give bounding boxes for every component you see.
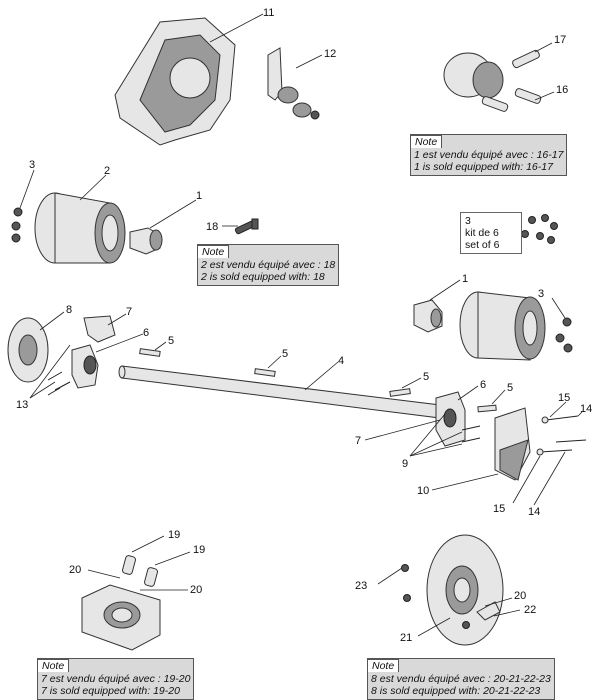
note-line-fr: 7 est vendu équipé avec : 19-20 xyxy=(41,673,191,685)
note-line-fr: 2 est vendu équipé avec : 18 xyxy=(201,259,336,271)
callout-13: 13 xyxy=(16,399,28,411)
part-12-bracket xyxy=(267,47,323,120)
callout-18: 18 xyxy=(206,221,218,233)
callout-15-bottom: 15 xyxy=(493,503,505,515)
callout-5-d: 5 xyxy=(507,382,513,394)
callout-7-left: 7 xyxy=(126,306,132,318)
callout-16: 16 xyxy=(556,84,568,96)
callout-23: 23 xyxy=(355,580,367,592)
callout-22: 22 xyxy=(524,604,536,616)
part-13-bolts xyxy=(29,344,71,399)
callout-19-a: 19 xyxy=(168,529,180,541)
callout-3-left: 3 xyxy=(29,159,35,171)
part-18-valve xyxy=(222,218,259,235)
callout-5-b: 5 xyxy=(282,348,288,360)
callout-11: 11 xyxy=(263,7,274,19)
part-6-bearing-right xyxy=(435,385,479,447)
callout-17: 17 xyxy=(554,34,566,46)
kit-label-fr: kit de 6 xyxy=(465,227,499,239)
callout-20-a: 20 xyxy=(69,564,81,576)
callout-1-left: 1 xyxy=(196,190,202,202)
part-6-bearing-left xyxy=(71,333,144,389)
part-1-hub-left xyxy=(129,199,197,255)
callout-12: 12 xyxy=(324,48,336,60)
callout-14-top: 14 xyxy=(580,403,592,415)
part-16-17-hub xyxy=(443,42,555,112)
callout-20-b: 20 xyxy=(190,584,202,596)
part-9-bolts xyxy=(409,413,481,457)
note-part-8: Note 8 est vendu équipé avec : 20-21-22-… xyxy=(367,658,555,700)
callout-9: 9 xyxy=(402,458,408,470)
callout-20-c: 20 xyxy=(514,590,526,602)
callout-8: 8 xyxy=(66,304,72,316)
part-11-cover xyxy=(114,13,264,146)
kit-nuts-icon xyxy=(521,214,558,244)
callout-1-right: 1 xyxy=(462,273,468,285)
part-7-bracket-left xyxy=(83,313,127,343)
callout-5-a: 5 xyxy=(168,335,174,347)
part-wheel-right xyxy=(459,291,546,361)
note-title: Note xyxy=(410,135,443,148)
kit-box: 3 kit de 6 set of 6 xyxy=(460,212,522,254)
leader-7-right xyxy=(364,419,441,441)
callout-6-right: 6 xyxy=(480,379,486,391)
note-title: Note xyxy=(197,245,230,258)
note-part-1: Note 1 est vendu équipé avec : 16-17 1 i… xyxy=(410,134,568,176)
note-line-fr: 8 est vendu équipé avec : 20-21-22-23 xyxy=(371,673,551,685)
callout-14-bottom: 14 xyxy=(528,506,540,518)
note-line-en: 7 is sold equipped with: 19-20 xyxy=(41,685,180,697)
callout-6-left: 6 xyxy=(143,327,149,339)
note-line-en: 8 is sold equipped with: 20-21-22-23 xyxy=(371,685,541,697)
part-3-nuts-left xyxy=(11,169,35,243)
part-7-block xyxy=(81,535,191,651)
part-10-bracket xyxy=(431,407,531,491)
note-title: Note xyxy=(37,659,70,672)
callout-5-c: 5 xyxy=(423,371,429,383)
callout-4: 4 xyxy=(338,355,344,367)
note-part-2: Note 2 est vendu équipé avec : 18 2 is s… xyxy=(197,244,340,286)
callout-7-right: 7 xyxy=(355,435,361,447)
callout-10: 10 xyxy=(417,485,429,497)
note-line-en: 1 is sold equipped with: 16-17 xyxy=(414,161,553,173)
callout-15-top: 15 xyxy=(558,392,570,404)
callout-21: 21 xyxy=(400,632,412,644)
part-8-plate-left xyxy=(7,311,65,383)
callout-3-right: 3 xyxy=(538,288,544,300)
kit-number: 3 xyxy=(465,215,471,227)
note-line-en: 2 is sold equipped with: 18 xyxy=(201,271,325,283)
callout-2: 2 xyxy=(104,165,110,177)
part-8-plate xyxy=(377,534,521,646)
kit-label-en: set of 6 xyxy=(465,239,500,251)
part-4-axle xyxy=(118,361,441,419)
part-14-15-bolts xyxy=(512,401,587,506)
note-line-fr: 1 est vendu équipé avec : 16-17 xyxy=(414,149,564,161)
part-3-nuts-right xyxy=(551,297,573,353)
callout-19-b: 19 xyxy=(193,544,205,556)
note-title: Note xyxy=(367,659,400,672)
part-1-hub-right xyxy=(413,279,461,333)
part-5-keys xyxy=(139,341,506,413)
part-2-wheel-left xyxy=(34,174,126,264)
note-part-7: Note 7 est vendu équipé avec : 19-20 7 i… xyxy=(37,658,195,700)
